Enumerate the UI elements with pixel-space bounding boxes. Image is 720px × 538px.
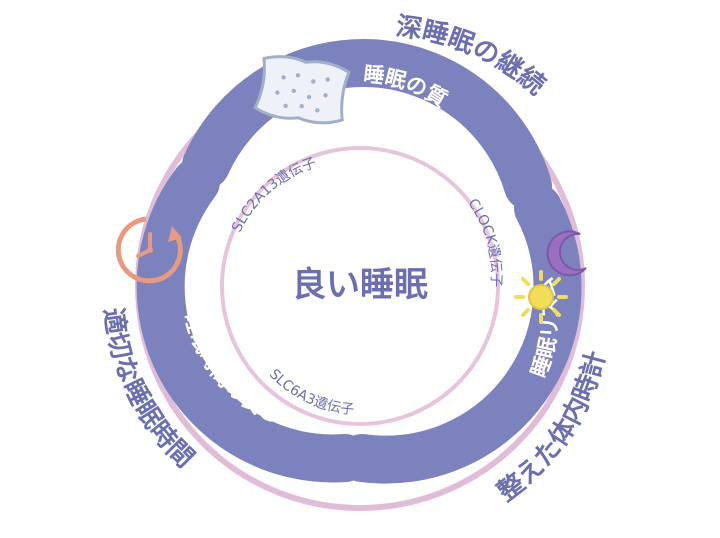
pillow-icon bbox=[253, 55, 351, 125]
moon-icon bbox=[546, 230, 587, 277]
segment-left bbox=[136, 158, 369, 483]
inner-ring bbox=[220, 146, 500, 426]
clock-icon bbox=[115, 216, 183, 284]
segment-top bbox=[182, 39, 552, 210]
center-title: 良い睡眠 bbox=[292, 265, 428, 305]
sun-icon bbox=[514, 270, 568, 324]
